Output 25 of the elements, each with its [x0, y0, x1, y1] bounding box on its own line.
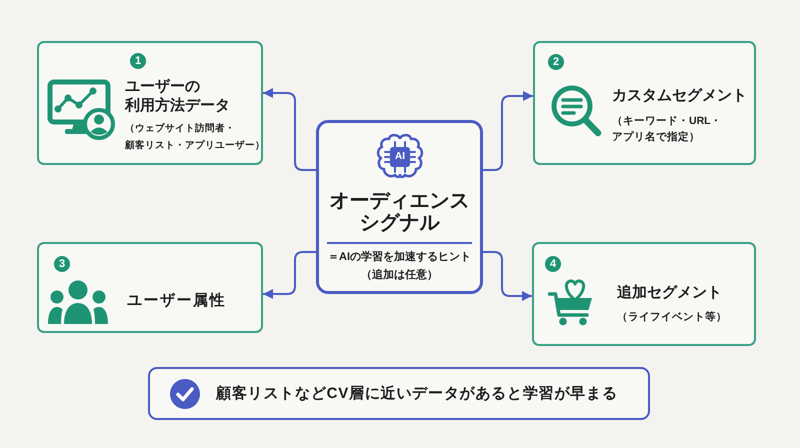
hub-subtitle: ＝AIの学習を加速するヒント（追加は任意）	[327, 250, 472, 283]
card-note: （ウェブサイト訪問者・顧客リスト・アプリユーザー）	[125, 122, 265, 153]
banner-text: 顧客リストなどCV層に近いデータがあると学習が早まる	[216, 384, 619, 404]
info-card	[533, 41, 756, 165]
card-title: カスタムセグメント	[612, 86, 748, 105]
connector-arrow	[483, 91, 533, 171]
step-number: 1	[130, 53, 146, 69]
card-title: ユーザー属性	[127, 291, 227, 310]
step-number: 2	[548, 54, 564, 70]
connector-arrow	[263, 251, 316, 299]
hub-title: オーディエンスシグナル	[328, 190, 470, 234]
step-number: 4	[545, 256, 561, 272]
note-banner	[148, 367, 650, 420]
hub-card	[316, 120, 483, 294]
connector-arrow	[263, 88, 316, 171]
step-number: 3	[54, 256, 70, 272]
card-title: ユーザーの利用方法データ	[125, 77, 231, 115]
info-card	[532, 242, 756, 346]
info-card	[37, 242, 263, 333]
card-note: （ライフイベント等）	[617, 310, 728, 325]
info-card	[37, 41, 263, 165]
card-note: （キーワード・URL・アプリ名で指定）	[612, 114, 723, 145]
card-title: 追加セグメント	[617, 283, 723, 302]
chip-label: AI	[394, 150, 406, 164]
connector-arrow	[483, 251, 532, 301]
